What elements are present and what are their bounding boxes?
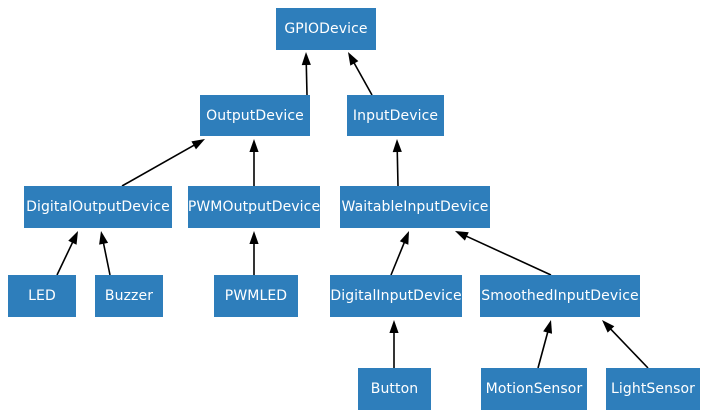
arrow-head-icon bbox=[301, 52, 311, 66]
class-node-label: MotionSensor bbox=[485, 381, 583, 397]
class-node-digitaloutputdevice[interactable]: DigitalOutputDevice bbox=[24, 186, 172, 228]
class-node-pwmled[interactable]: PWMLED bbox=[214, 275, 298, 317]
class-node-label: DigitalOutputDevice bbox=[26, 199, 170, 215]
class-node-label: GPIODevice bbox=[284, 21, 368, 37]
arrow-head-icon bbox=[455, 231, 469, 241]
class-node-led[interactable]: LED bbox=[8, 275, 76, 317]
class-node-pwmoutputdevice[interactable]: PWMOutputDevice bbox=[188, 186, 320, 228]
edge-lightsensor-smoothedinputdevice bbox=[602, 320, 649, 369]
arrow-head-icon bbox=[191, 139, 205, 150]
class-node-label: InputDevice bbox=[352, 107, 439, 124]
edge-smoothedinputdevice-waitableinputdevice bbox=[455, 231, 552, 276]
arrow-head-icon bbox=[602, 320, 615, 333]
edge-outputdevice-gpiodevice bbox=[301, 52, 311, 96]
arrow-head-icon bbox=[348, 52, 359, 66]
class-node-label: DigitalInputDevice bbox=[330, 288, 462, 304]
class-node-label: PWMOutputDevice bbox=[187, 199, 321, 215]
class-node-label: WaitableInputDevice bbox=[341, 199, 489, 215]
class-node-button[interactable]: Button bbox=[358, 368, 431, 410]
class-node-label: SmoothedInputDevice bbox=[481, 288, 639, 304]
arrow-head-icon bbox=[392, 139, 402, 153]
arrow-head-icon bbox=[543, 320, 553, 334]
edge-digitalinputdevice-waitableinputdevice bbox=[390, 231, 409, 276]
class-node-label: PWMLED bbox=[224, 288, 288, 304]
edge-buzzer-digitaloutputdevice bbox=[99, 231, 111, 276]
class-node-smoothedinputdevice[interactable]: SmoothedInputDevice bbox=[480, 275, 640, 317]
edge-digitaloutputdevice-outputdevice bbox=[121, 139, 205, 187]
class-node-label: Button bbox=[370, 381, 419, 397]
edge-pwmoutputdevice-outputdevice bbox=[249, 139, 259, 186]
class-node-label: OutputDevice bbox=[206, 107, 304, 124]
edge-inputdevice-gpiodevice bbox=[348, 52, 373, 96]
arrow-head-icon bbox=[99, 231, 109, 245]
arrow-head-icon bbox=[249, 231, 259, 244]
edge-button-digitalinputdevice bbox=[389, 320, 399, 368]
class-node-lightsensor[interactable]: LightSensor bbox=[606, 368, 700, 410]
edge-led-digitaloutputdevice bbox=[56, 231, 78, 276]
arrow-head-icon bbox=[68, 231, 78, 245]
class-node-outputdevice[interactable]: OutputDevice bbox=[200, 95, 310, 136]
edge-pwmled-pwmoutputdevice bbox=[249, 231, 259, 275]
edge-motionsensor-smoothedinputdevice bbox=[537, 320, 553, 369]
class-node-label: LightSensor bbox=[610, 381, 696, 397]
arrow-head-icon bbox=[399, 231, 409, 245]
edge-waitableinputdevice-inputdevice bbox=[392, 139, 402, 187]
class-node-inputdevice[interactable]: InputDevice bbox=[347, 95, 444, 136]
class-node-label: Buzzer bbox=[104, 288, 154, 304]
class-node-digitalinputdevice[interactable]: DigitalInputDevice bbox=[330, 275, 462, 317]
class-node-motionsensor[interactable]: MotionSensor bbox=[481, 368, 587, 410]
class-node-buzzer[interactable]: Buzzer bbox=[95, 275, 163, 317]
class-node-label: LED bbox=[28, 288, 56, 304]
class-node-waitableinputdevice[interactable]: WaitableInputDevice bbox=[340, 186, 490, 228]
arrow-head-icon bbox=[389, 320, 399, 333]
arrow-head-icon bbox=[249, 139, 259, 152]
class-node-gpiodevice[interactable]: GPIODevice bbox=[276, 8, 376, 50]
